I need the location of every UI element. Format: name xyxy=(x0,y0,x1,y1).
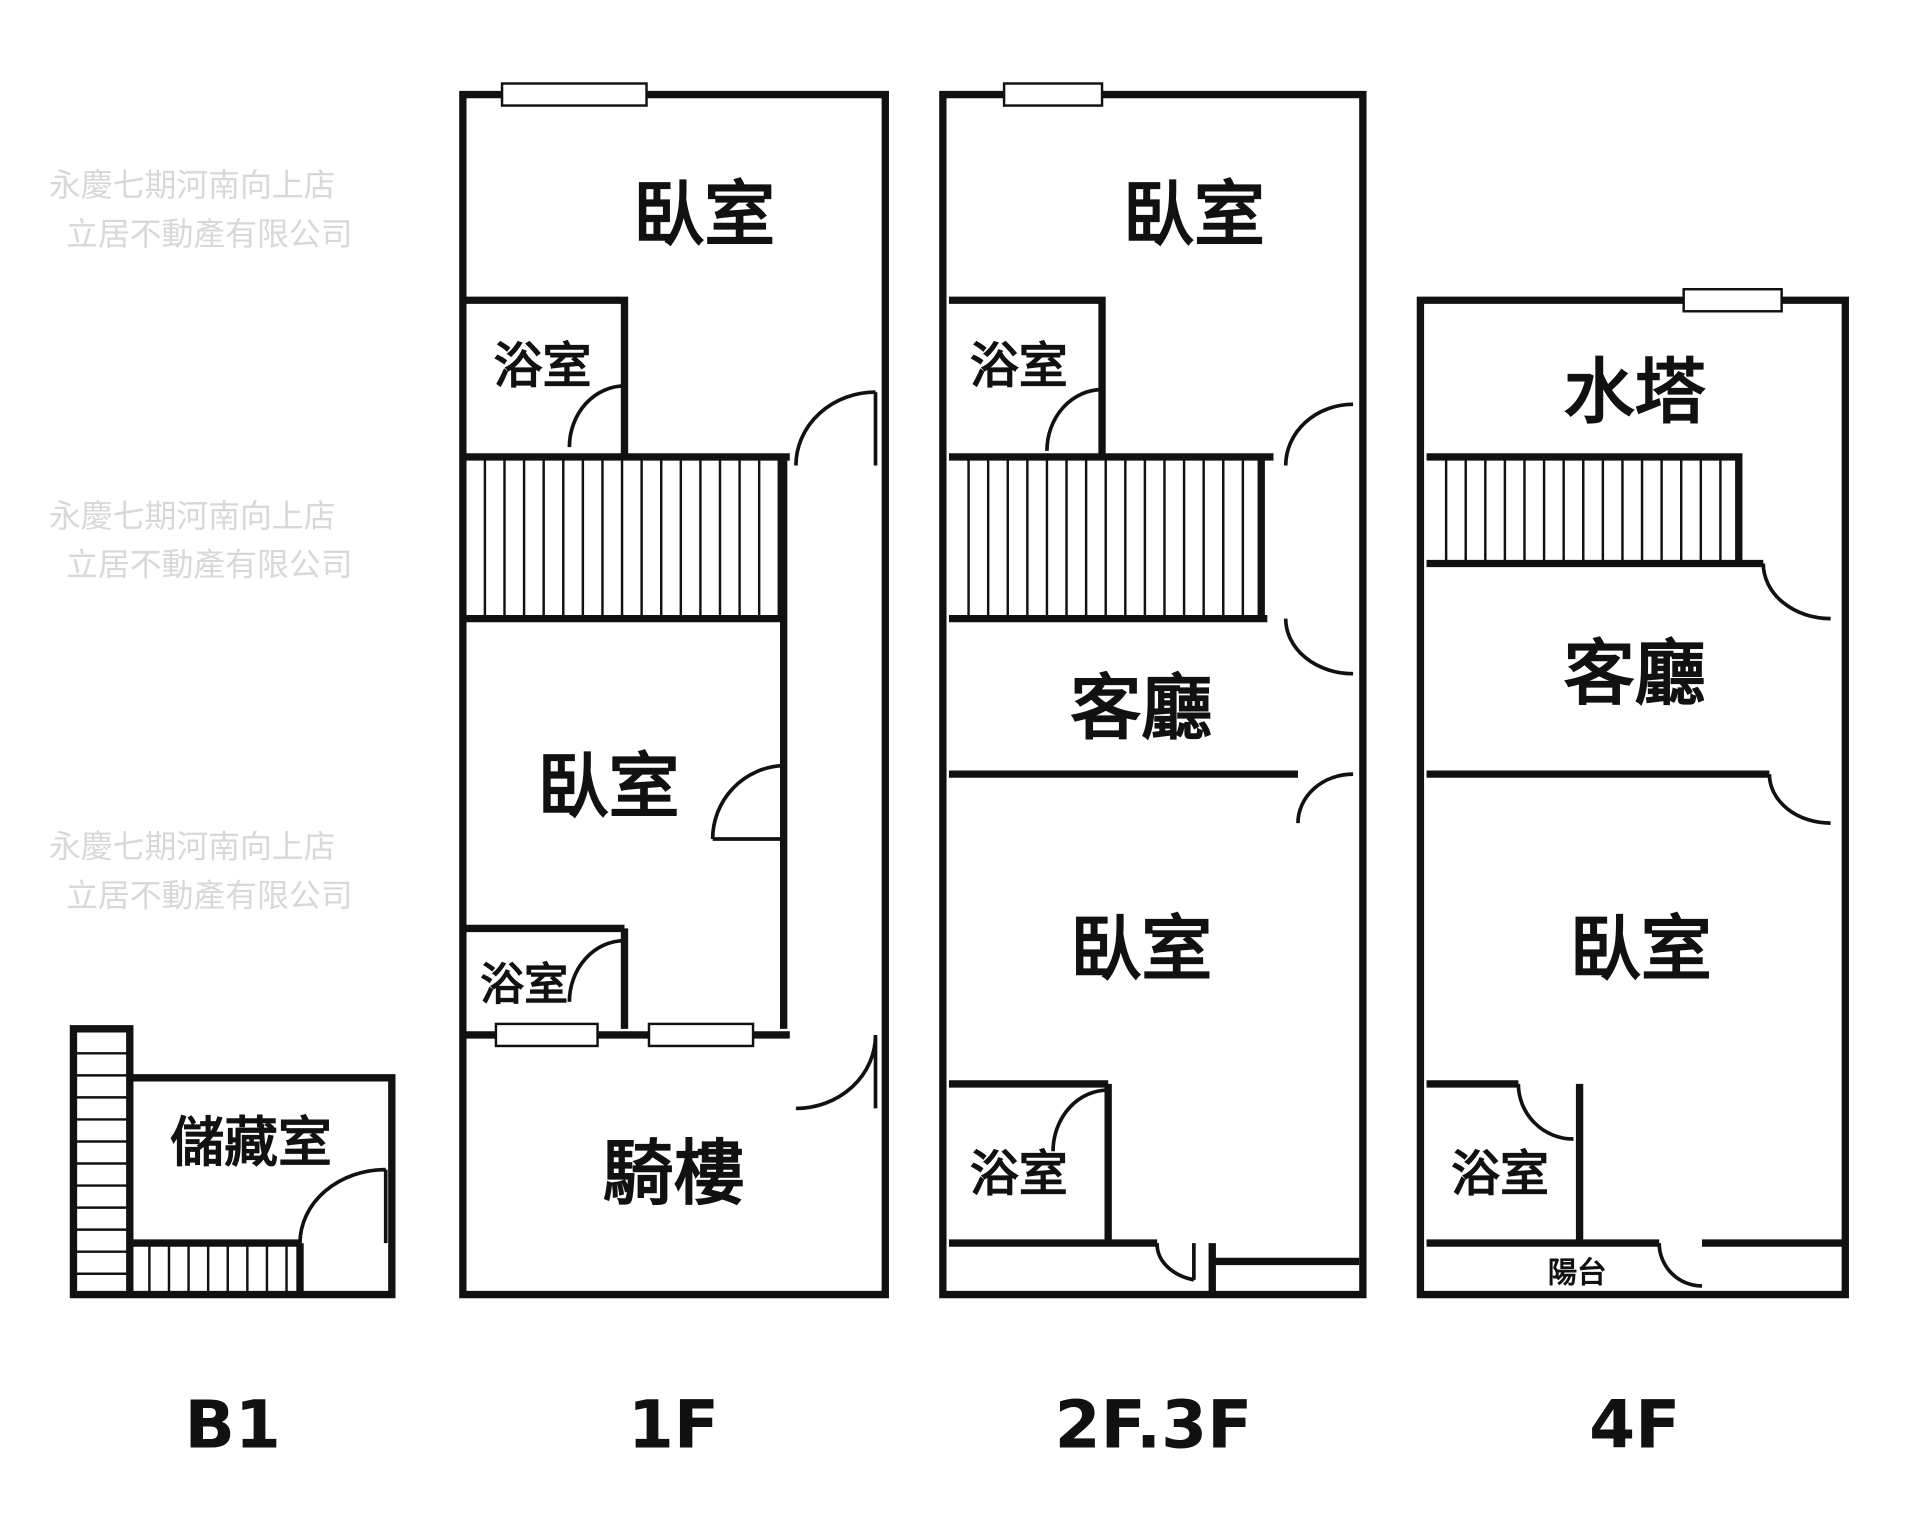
room-label-storage: 儲藏室 xyxy=(170,1111,332,1174)
window xyxy=(1682,288,1783,313)
stairs xyxy=(73,1052,130,1275)
floor-2f-3f: 臥室 浴室 客廳 臥室 浴室 2F.3F xyxy=(939,82,1367,1464)
floor-title-b1: B1 xyxy=(184,1387,280,1464)
floor-1f: 臥室 浴室 臥室 浴室 騎樓 1F xyxy=(459,82,889,1464)
room-label-living: 客廳 xyxy=(1070,666,1212,749)
window xyxy=(494,1022,599,1048)
floor-b1: 儲藏室 B1 xyxy=(69,1025,396,1464)
watermark-line-1: 永慶七期河南向上店 xyxy=(49,827,335,865)
room-label-water-tower: 水塔 xyxy=(1564,351,1707,434)
watermark-line-1: 永慶七期河南向上店 xyxy=(49,497,335,535)
floor-title-4f: 4F xyxy=(1589,1387,1680,1464)
room-label-bath: 浴室 xyxy=(970,1145,1068,1202)
room-label-arcade: 騎樓 xyxy=(602,1132,744,1215)
door-arc xyxy=(1516,563,1831,1288)
watermark-line-2: 立居不動產有限公司 xyxy=(66,215,352,253)
door-arc xyxy=(1045,387,1354,1282)
room-label-bath: 浴室 xyxy=(493,337,591,394)
room-label-balcony: 陽台 xyxy=(1548,1255,1607,1289)
door-arc xyxy=(567,384,878,1111)
room-label-bedroom: 臥室 xyxy=(538,745,680,828)
room-label-bedroom: 臥室 xyxy=(1570,908,1712,991)
window xyxy=(500,82,648,107)
window xyxy=(1002,82,1104,107)
stairs xyxy=(483,456,780,619)
watermark-line-2: 立居不動產有限公司 xyxy=(66,546,352,584)
room-label-bath: 浴室 xyxy=(1451,1145,1549,1202)
room-label-bath: 浴室 xyxy=(480,959,568,1010)
floor-title-1f: 1F xyxy=(628,1387,719,1464)
room-label-bedroom: 臥室 xyxy=(1123,173,1265,256)
stairs xyxy=(1444,456,1722,564)
stairs xyxy=(967,456,1245,619)
door-arc xyxy=(298,1167,388,1244)
room-label-living: 客廳 xyxy=(1564,632,1706,715)
watermark-line-2: 立居不動產有限公司 xyxy=(66,876,352,914)
watermark-line-1: 永慶七期河南向上店 xyxy=(49,166,335,204)
room-label-bedroom: 臥室 xyxy=(633,173,775,256)
room-label-bath: 浴室 xyxy=(970,337,1068,394)
floor-4f: 水塔 客廳 臥室 浴室 陽台 4F xyxy=(1416,288,1849,1464)
stairs xyxy=(148,1243,288,1295)
room-label-bedroom: 臥室 xyxy=(1070,908,1212,991)
watermark-layer: 永慶七期河南向上店 立居不動產有限公司 永慶七期河南向上店 立居不動產有限公司 … xyxy=(49,166,353,914)
floor-title-2f-3f: 2F.3F xyxy=(1055,1387,1253,1464)
window xyxy=(647,1022,755,1048)
